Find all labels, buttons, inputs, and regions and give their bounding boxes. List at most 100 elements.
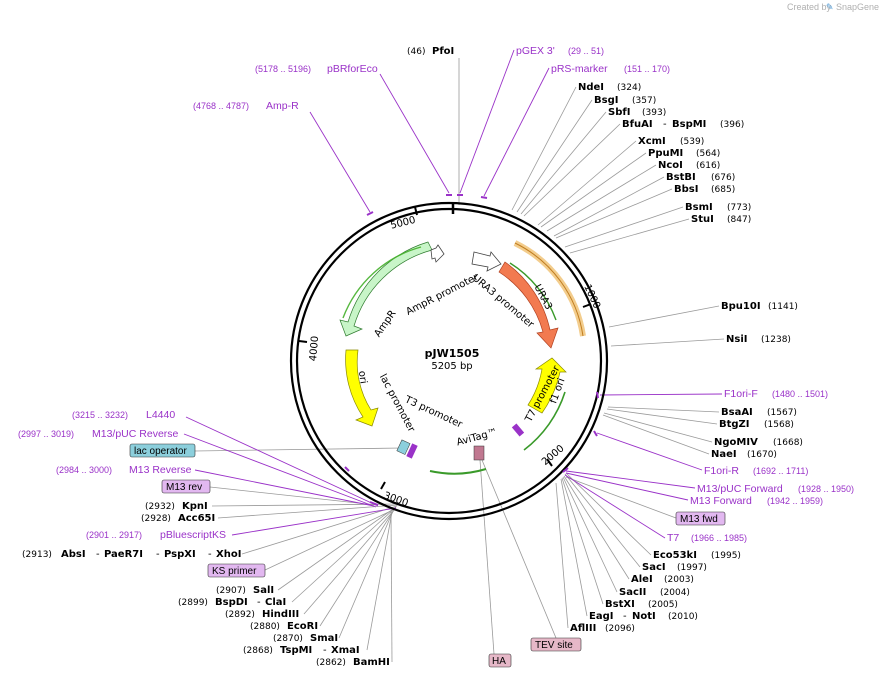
afliii-name[interactable]: AflIII	[570, 623, 596, 634]
ngomiv-leader	[603, 412, 713, 443]
l4440-mark	[344, 466, 350, 472]
absi-sep3: -	[208, 549, 212, 560]
pbluescriptks-name[interactable]: pBluescriptKS	[160, 529, 226, 541]
nsii-leader	[610, 338, 725, 347]
ecori-name[interactable]: EcoRI	[287, 621, 318, 632]
ndei-name[interactable]: NdeI	[578, 82, 604, 93]
bfuai-sep: -	[663, 119, 667, 130]
prs-marker-mark	[480, 196, 488, 199]
bspdi-pos: (2899)	[178, 598, 208, 608]
m13-fwd-box[interactable]	[675, 511, 726, 526]
bspdi-name[interactable]: BspDI	[215, 597, 248, 608]
backbone-outer-strand	[289, 201, 609, 521]
tick-5000-label: 5000	[389, 215, 416, 232]
bfuai-pos: (396)	[720, 120, 744, 130]
sacii-name[interactable]: SacII	[619, 587, 646, 598]
paer7i-name[interactable]: PaeR7I	[104, 549, 143, 560]
m13-rev-box[interactable]	[161, 479, 211, 494]
sbfi-name[interactable]: SbfI	[608, 107, 630, 118]
bspmi-name[interactable]: BspMI	[672, 119, 706, 130]
hindiii-name[interactable]: HindIII	[262, 609, 299, 620]
kpni-name[interactable]: KpnI	[182, 501, 208, 512]
absi-sep1: -	[96, 549, 100, 560]
bsgi-name[interactable]: BsgI	[594, 95, 618, 106]
pbrforeco-name[interactable]: pBRforEco	[327, 63, 378, 75]
t7-name[interactable]: T7	[667, 532, 679, 544]
tspmi-pos: (2868)	[243, 646, 273, 656]
alei-pos: (2003)	[664, 575, 694, 585]
prs-marker-name[interactable]: pRS-marker	[551, 63, 608, 75]
absi-name[interactable]: AbsI	[61, 549, 86, 560]
m13puc-fwd-primer-leader	[565, 470, 696, 489]
bfuai-name[interactable]: BfuAI	[622, 119, 653, 130]
f1-ori-feature[interactable]	[527, 357, 567, 414]
map-center: pJW1505 5205 bp	[425, 347, 480, 372]
bamhi-name[interactable]: BamHI	[353, 657, 390, 668]
xhoi-name[interactable]: XhoI	[216, 549, 241, 560]
saci-name[interactable]: SacI	[642, 562, 666, 573]
eagi-name[interactable]: EagI	[589, 611, 613, 622]
bstbi-name[interactable]: BstBI	[666, 172, 696, 183]
bottom-orf-line	[429, 468, 487, 475]
btgzi-name[interactable]: BtgZI	[719, 419, 750, 430]
tick-2000-mark	[546, 458, 553, 467]
bbsi-name[interactable]: BbsI	[674, 184, 698, 195]
amp-r-name[interactable]: Amp-R	[266, 100, 299, 112]
bsaai-name[interactable]: BsaAI	[721, 407, 753, 418]
pfoi-name[interactable]: PfoI	[432, 46, 454, 57]
xmai-name[interactable]: XmaI	[331, 645, 360, 656]
nsii-name[interactable]: NsiI	[726, 334, 747, 345]
m13puc-rev-name[interactable]: M13/pUC Reverse	[92, 428, 179, 440]
pgex3-range: (29 .. 51)	[568, 46, 604, 56]
lac-operator-box[interactable]	[129, 443, 196, 458]
clai-name[interactable]: ClaI	[265, 597, 286, 608]
bsgi-pos: (357)	[632, 96, 656, 106]
bspdi-sep: -	[257, 597, 261, 608]
stui-name[interactable]: StuI	[691, 214, 714, 225]
tspmi-name[interactable]: TspMI	[280, 645, 312, 656]
f1ori-r-name[interactable]: F1ori-R	[704, 465, 739, 477]
ura3-feature[interactable]	[498, 261, 559, 349]
ura3-promoter-arrow[interactable]	[471, 251, 502, 272]
eco53ki-name[interactable]: Eco53kI	[653, 550, 697, 561]
backbone	[289, 201, 609, 521]
afliii-pos: (2096)	[605, 624, 635, 634]
bstxi-name[interactable]: BstXI	[605, 599, 635, 610]
acc65i-name[interactable]: Acc65I	[178, 513, 215, 524]
tev-site-box[interactable]	[530, 637, 582, 652]
bbsi-pos: (685)	[711, 185, 735, 195]
smai-name[interactable]: SmaI	[310, 633, 338, 644]
ura3-outer-line	[514, 242, 584, 337]
pspxi-name[interactable]: PspXI	[164, 549, 196, 560]
alei-name[interactable]: AleI	[631, 574, 653, 585]
m13-rev-name[interactable]: M13 Reverse	[129, 464, 192, 476]
ampr-label: AmpR	[372, 308, 398, 339]
xcmi-pos: (539)	[680, 137, 704, 147]
bsmi-name[interactable]: BsmI	[685, 202, 713, 213]
ha-leader	[479, 459, 495, 655]
f1ori-f-name[interactable]: F1ori-F	[724, 388, 758, 400]
m13-fwd-name[interactable]: M13 Forward	[690, 495, 752, 507]
ncoi-name[interactable]: NcoI	[658, 160, 683, 171]
bpu10i-name[interactable]: Bpu10I	[721, 301, 761, 312]
ura3-orf-line	[509, 262, 557, 321]
m13-fwd-mark	[562, 467, 569, 473]
amp-r-primer-leader	[309, 111, 371, 213]
sali-name[interactable]: SalI	[253, 585, 274, 596]
ppumi-name[interactable]: PpuMI	[648, 148, 683, 159]
m13puc-fwd-name[interactable]: M13/pUC Forward	[697, 483, 783, 495]
ks-primer-box[interactable]	[207, 563, 266, 578]
xcmi-name[interactable]: XcmI	[638, 136, 666, 147]
naei-name[interactable]: NaeI	[711, 449, 737, 460]
sacii-pos: (2004)	[660, 588, 690, 598]
noti-name[interactable]: NotI	[632, 611, 656, 622]
t7-primer-leader	[564, 474, 666, 539]
ngomiv-name[interactable]: NgoMIV	[714, 437, 758, 448]
ori-feature[interactable]	[345, 349, 379, 427]
ampr-promoter-arrow[interactable]	[430, 244, 445, 263]
pgex3-name[interactable]: pGEX 3'	[516, 45, 555, 57]
smai-leader	[338, 510, 394, 639]
ha-box[interactable]	[488, 653, 512, 668]
l4440-name[interactable]: L4440	[146, 409, 175, 421]
